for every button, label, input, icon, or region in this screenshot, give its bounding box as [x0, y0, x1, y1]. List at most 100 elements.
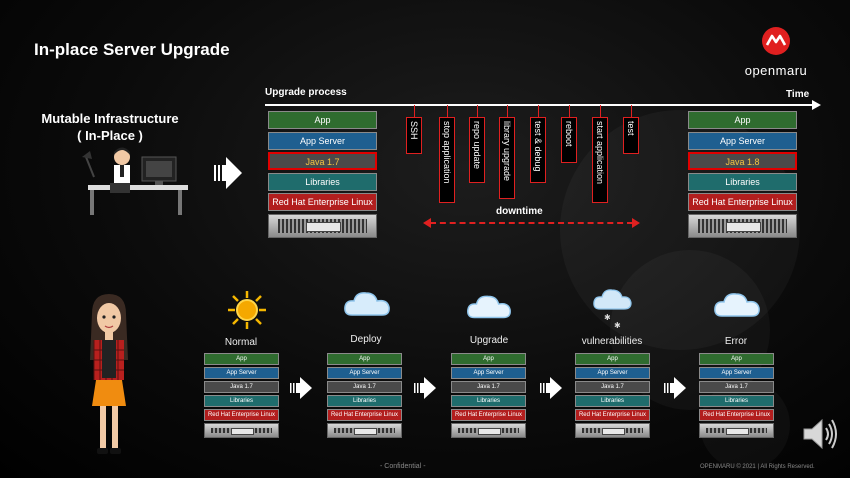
cloud-icon [467, 295, 511, 319]
time-label: Time [786, 89, 810, 100]
layer-app-server: App Server [451, 367, 526, 379]
layer-app: App [327, 353, 402, 365]
timeline-line [265, 104, 813, 106]
step-tick [477, 105, 478, 117]
layer-java: Java 1.7 [268, 152, 377, 171]
state-label-deploy: Deploy [350, 334, 382, 345]
sun-icon [228, 291, 266, 329]
layer-app-server: App Server [575, 367, 650, 379]
step-start-application: start application [592, 117, 608, 203]
server-hardware-icon [268, 213, 377, 238]
step-test: test [623, 117, 639, 154]
right-arrow-icon [414, 377, 436, 399]
logo-text: openmaru [744, 63, 808, 78]
layer-libraries: Libraries [688, 172, 797, 191]
slide-title: In-place Server Upgrade [34, 40, 230, 59]
small-stack-upgrade: App App Server Java 1.7 Libraries Red Ha… [451, 353, 526, 438]
step-library-upgrade: library upgrade [499, 117, 515, 199]
downtime-arrow-left-icon [423, 218, 431, 228]
right-arrow-icon [540, 377, 562, 399]
small-stack-normal: App App Server Java 1.7 Libraries Red Ha… [204, 353, 279, 438]
layer-rhel: Red Hat Enterprise Linux [204, 409, 279, 421]
layer-java: Java 1.7 [575, 381, 650, 393]
layer-rhel: Red Hat Enterprise Linux [575, 409, 650, 421]
footer-confidential: - Confidential - [380, 463, 426, 470]
step-tick [414, 105, 415, 117]
layer-app: App [204, 353, 279, 365]
mutable-line-2: ( In-Place ) [77, 128, 143, 143]
server-hardware-icon [451, 423, 526, 438]
server-hardware-icon [204, 423, 279, 438]
cloud-icon [344, 292, 390, 316]
layer-rhel: Red Hat Enterprise Linux [688, 193, 797, 212]
before-stack: App App Server Java 1.7 Libraries Red Ha… [268, 111, 377, 238]
downtime-label: downtime [496, 206, 543, 217]
step-stop-application: stop application [439, 117, 455, 203]
state-label-normal: Normal [224, 337, 258, 348]
layer-app-server: App Server [327, 367, 402, 379]
logo: openmaru [736, 26, 816, 78]
server-hardware-icon [575, 423, 650, 438]
layer-app-server: App Server [699, 367, 774, 379]
upgrade-process-label: Upgrade process [265, 87, 347, 98]
step-tick [507, 105, 508, 117]
step-repo-update: repo update [469, 117, 485, 183]
small-stack-deploy: App App Server Java 1.7 Libraries Red Ha… [327, 353, 402, 438]
layer-java: Java 1.7 [204, 381, 279, 393]
right-arrow-icon [214, 157, 242, 189]
layer-rhel: Red Hat Enterprise Linux [327, 409, 402, 421]
downtime-line [430, 222, 633, 224]
svg-text:✱: ✱ [604, 313, 611, 322]
step-tick [631, 105, 632, 117]
downtime-arrow-right-icon [632, 218, 640, 228]
state-label-upgrade: Upgrade [469, 335, 509, 346]
layer-app-server: App Server [688, 131, 797, 150]
right-arrow-icon [290, 377, 312, 399]
layer-app: App [451, 353, 526, 365]
mutable-line-1: Mutable Infrastructure [41, 111, 179, 126]
layer-rhel: Red Hat Enterprise Linux [268, 193, 377, 212]
step-reboot: reboot [561, 117, 577, 163]
small-stack-error: App App Server Java 1.7 Libraries Red Ha… [699, 353, 774, 438]
speaker-icon[interactable] [800, 414, 840, 454]
layer-java: Java 1.7 [451, 381, 526, 393]
woman-character-icon [90, 294, 128, 454]
footer-copyright: OPENMARU © 2021 | All Rights Reserved. [700, 464, 815, 470]
small-stack-vulnerabilities: App App Server Java 1.7 Libraries Red Ha… [575, 353, 650, 438]
layer-app: App [268, 111, 377, 129]
layer-libraries: Libraries [268, 172, 377, 191]
layer-libraries: Libraries [699, 395, 774, 407]
mutable-infra-label: Mutable Infrastructure ( In-Place ) [20, 110, 200, 144]
svg-text:✱: ✱ [614, 321, 621, 330]
state-label-vulnerabilities: vulnerabilities [581, 336, 643, 347]
layer-libraries: Libraries [327, 395, 402, 407]
layer-app-server: App Server [204, 367, 279, 379]
person-at-desk-icon [82, 147, 188, 215]
server-hardware-icon [327, 423, 402, 438]
openmaru-logo-icon [762, 27, 790, 55]
step-ssh: SSH [406, 117, 422, 154]
right-arrow-icon [664, 377, 686, 399]
timeline-arrow-icon [812, 100, 821, 110]
layer-libraries: Libraries [451, 395, 526, 407]
cloud-icon [714, 293, 760, 317]
after-stack: App App Server Java 1.8 Libraries Red Ha… [688, 111, 797, 238]
layer-rhel: Red Hat Enterprise Linux [451, 409, 526, 421]
step-tick [600, 105, 601, 117]
step-tick [569, 105, 570, 117]
layer-java: Java 1.7 [699, 381, 774, 393]
layer-app: App [575, 353, 650, 365]
layer-app: App [688, 111, 797, 129]
state-label-error: Error [724, 336, 748, 347]
layer-app-server: App Server [268, 131, 377, 150]
snow-cloud-icon: ✱ ✱ [593, 289, 632, 330]
step-tick [447, 105, 448, 117]
layer-rhel: Red Hat Enterprise Linux [699, 409, 774, 421]
server-hardware-icon [688, 213, 797, 238]
layer-app: App [699, 353, 774, 365]
layer-libraries: Libraries [575, 395, 650, 407]
step-tick [538, 105, 539, 117]
layer-libraries: Libraries [204, 395, 279, 407]
step-test-debug: test & debug [530, 117, 546, 183]
